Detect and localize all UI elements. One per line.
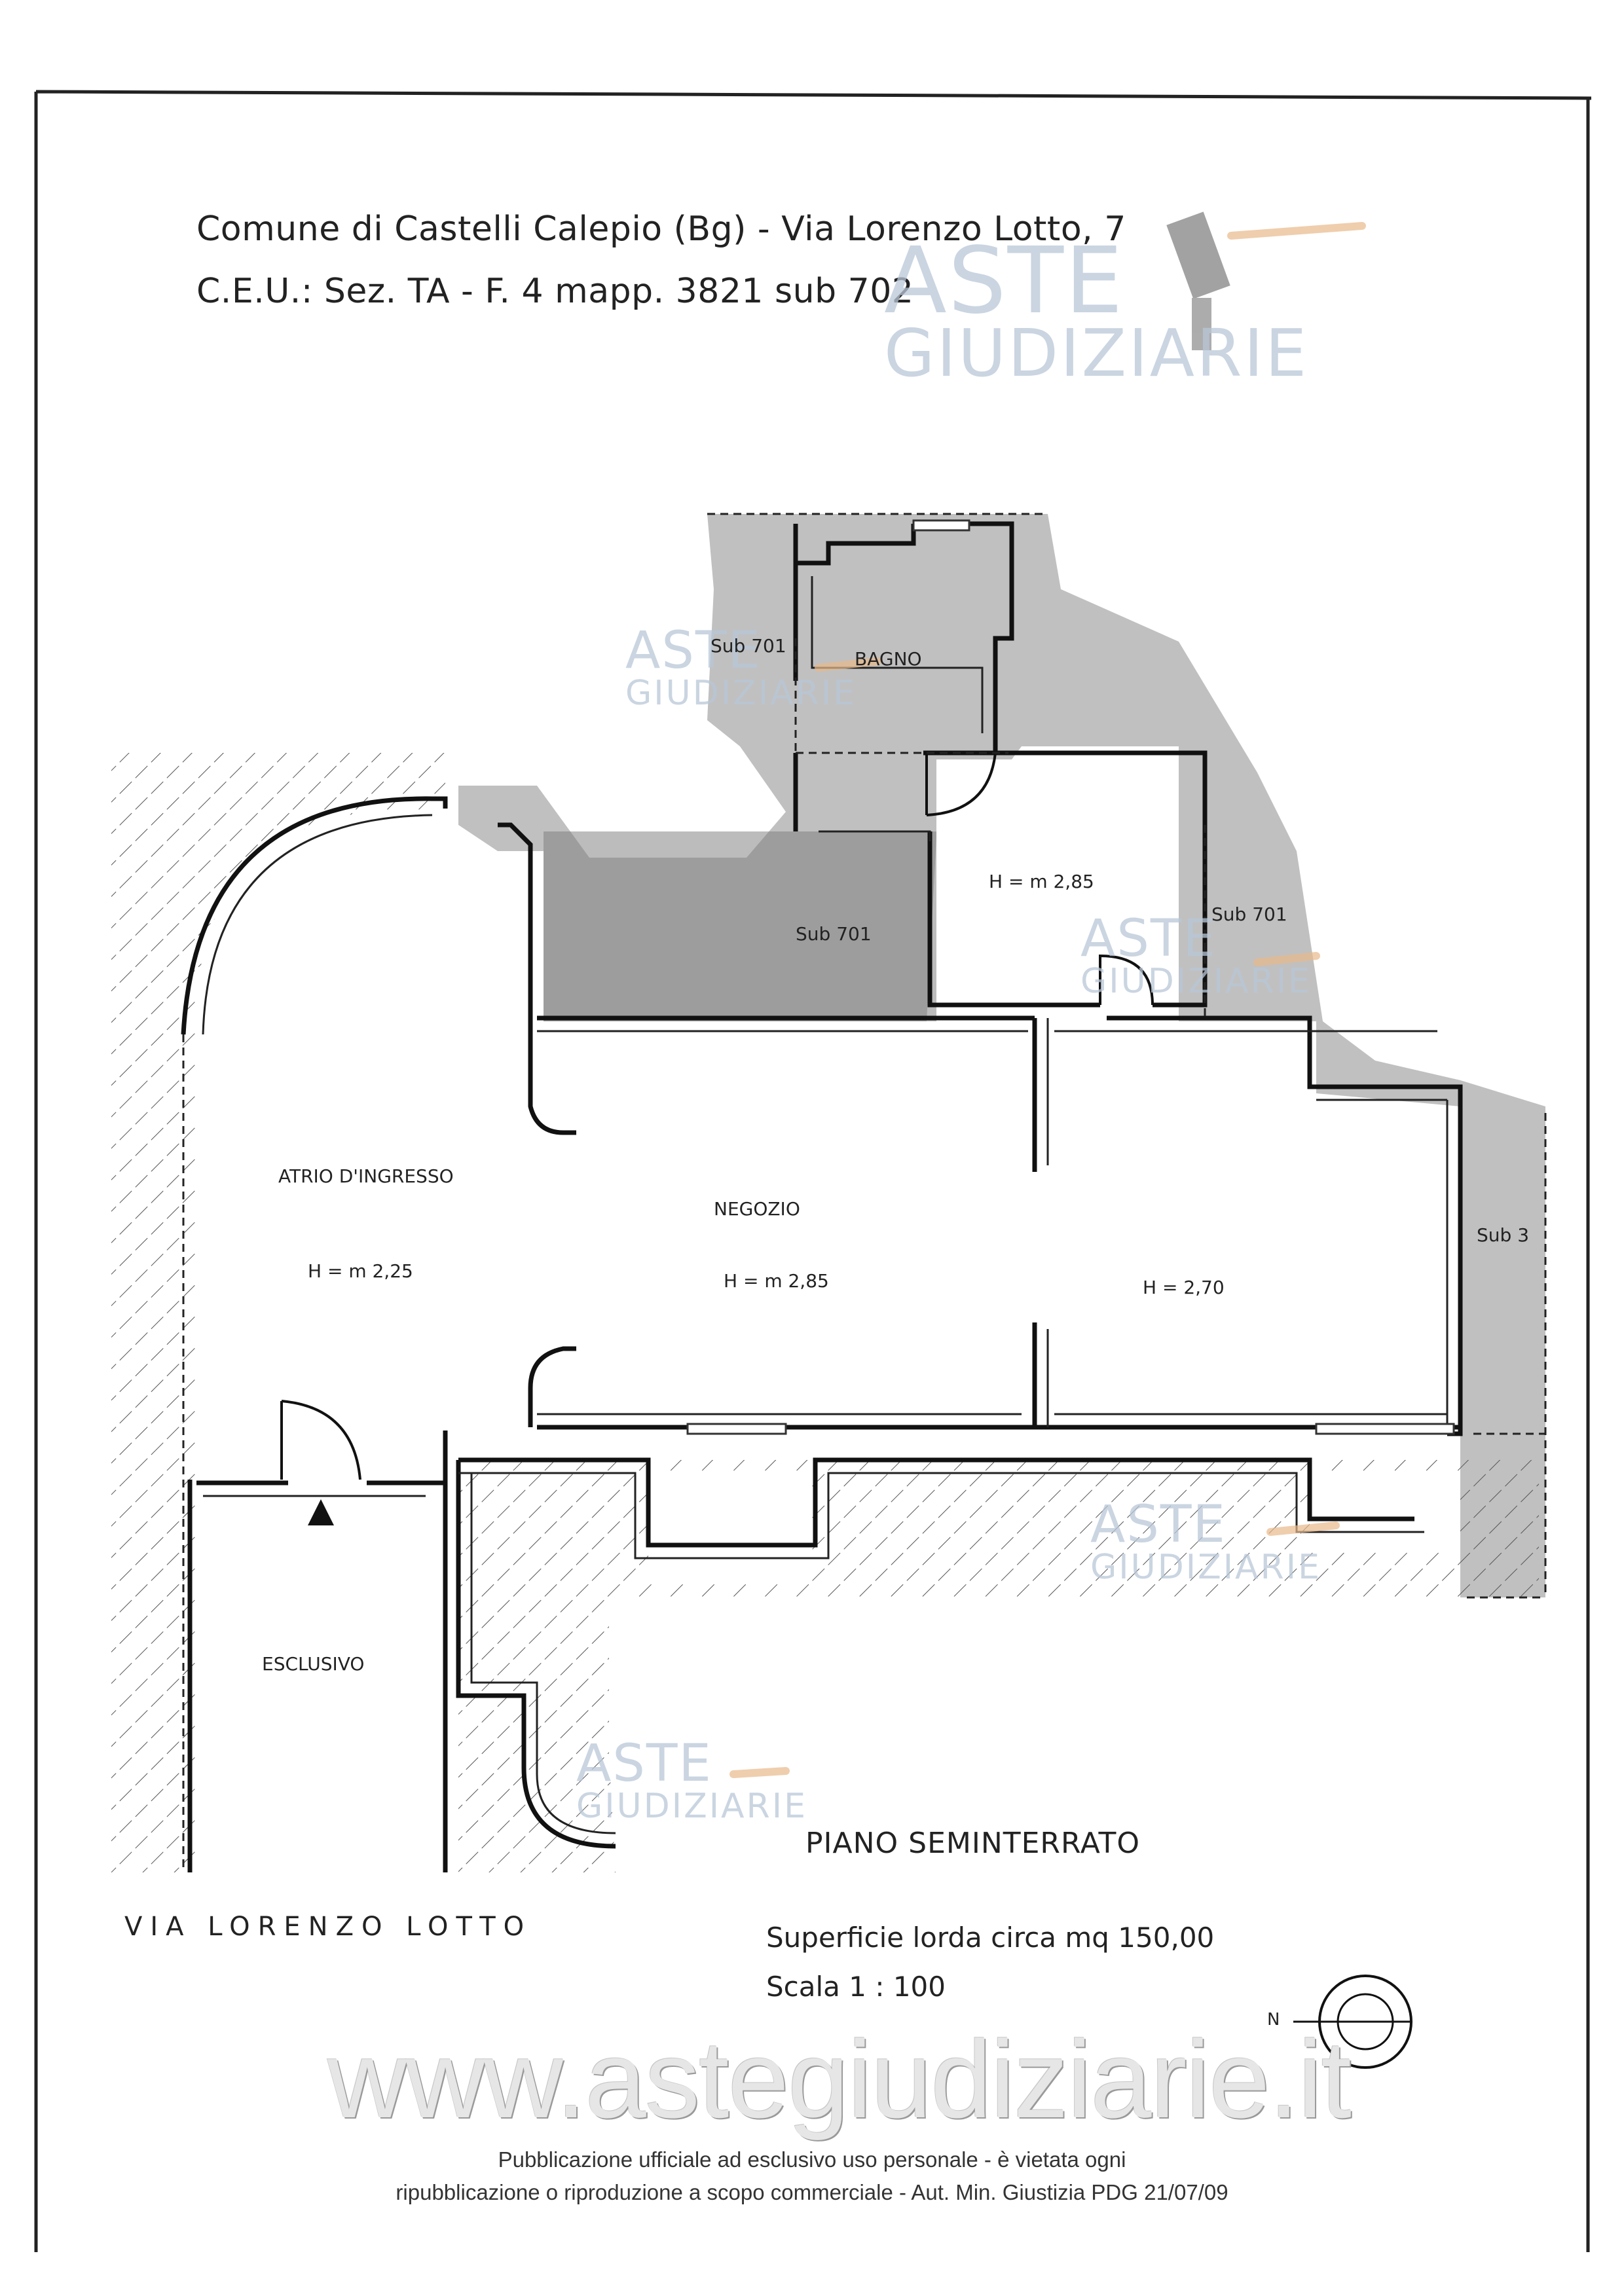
sub701-shaded-top [458,514,1545,1597]
door-285 [1099,954,1154,1006]
door-atrio [280,1400,361,1480]
pillar-upper [528,1018,576,1135]
watermark-hammer-icons [729,222,1366,1778]
watermark-gavel-icon [1166,211,1230,350]
header-cadastral-ref: C.E.U.: Sez. TA - F. 4 mapp. 3821 sub 70… [196,272,914,311]
label-negozio: NEGOZIO [714,1198,800,1220]
watermark-logo-bagno: ASTE GIUDIZIARIE [625,621,857,713]
watermark-url: www.astegiudiziarie.it [327,2018,1352,2141]
wall-main-top [537,1015,1463,1436]
wall-atrio-left [181,796,533,1872]
wall-atrio-bottom [196,1430,448,1872]
plan-surface: Superficie lorda circa mq 150,00 [766,1922,1215,1954]
window-bagno [912,519,970,532]
hatch-left [111,753,445,1872]
door-bagno [925,752,997,816]
plan-title: PIANO SEMINTERRATO [805,1827,1140,1860]
label-height-negozio: H = m 2,85 [724,1270,829,1292]
watermark-logo-bottom: ASTE GIUDIZIARIE [576,1734,807,1826]
label-sub701-mid: Sub 701 [796,923,872,945]
street-label: VIA LORENZO LOTTO [124,1912,532,1942]
label-esclusivo: ESCLUSIVO [262,1653,365,1675]
footer-line-2: ripubblicazione o riproduzione a scopo c… [396,2180,1228,2204]
window-right [1315,1423,1455,1435]
compass [1293,1975,1412,2069]
label-sub3: Sub 3 [1477,1224,1530,1246]
window-negozio [686,1423,787,1435]
pillar-lower [528,1346,576,1427]
label-sub701-right: Sub 701 [1211,903,1287,925]
plan-scale: Scala 1 : 100 [766,1971,946,2003]
label-height-atrio: H = m 2,25 [308,1260,413,1282]
watermark-logo-top: ASTE GIUDIZIARIE [884,228,1309,392]
label-atrio: ATRIO D'INGRESSO [278,1165,454,1187]
wall-bagno [793,521,1014,831]
label-sub701-top: Sub 701 [710,635,786,657]
wall-courtyard [456,1457,1414,1849]
label-height-right: H = 2,70 [1143,1277,1225,1298]
watermark-logo-mid: ASTE GIUDIZIARIE [1080,909,1312,1001]
compass-label: N [1267,2010,1280,2030]
page-border [34,90,1592,2252]
header-address: Comune di Castelli Calepio (Bg) - Via Lo… [196,210,1126,249]
label-height-285-upper: H = m 2,85 [989,871,1094,892]
sub701-shaded-mid [544,831,936,1021]
label-bagno: BAGNO [855,648,922,670]
watermark-logo-lower: ASTE GIUDIZIARIE [1090,1495,1321,1587]
entry-arrow [308,1499,334,1525]
footer-line-1: Pubblicazione ufficiale ad esclusivo uso… [498,2147,1126,2172]
